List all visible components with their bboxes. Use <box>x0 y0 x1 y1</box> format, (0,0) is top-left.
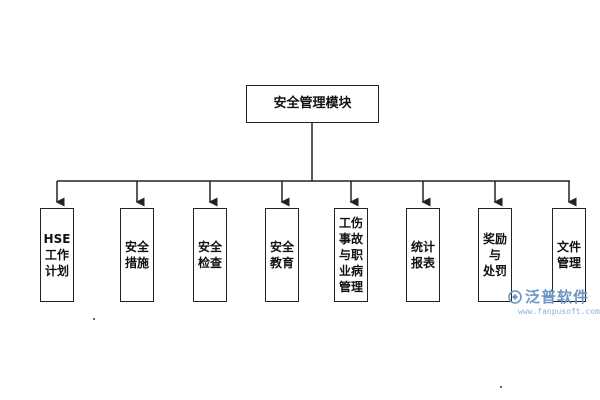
child-node-document-management: 文件 管理 <box>552 208 586 302</box>
child-node-label: 安全 措施 <box>124 240 149 270</box>
child-node-injury-occupational-disease: 工伤 事故 与职 业病 管理 <box>334 208 368 302</box>
child-node-label: 安全 检查 <box>197 240 222 270</box>
child-node-statistical-reports: 统计 报表 <box>406 208 440 302</box>
child-node-safety-inspection: 安全 检查 <box>193 208 227 302</box>
child-node-label: 安全 教育 <box>269 240 294 270</box>
child-node-label: 工伤 事故 与职 业病 管理 <box>338 216 363 294</box>
scan-speck <box>93 318 95 320</box>
child-node-label: 奖励 与 处罚 <box>482 232 507 278</box>
child-node-label: 统计 报表 <box>410 240 435 270</box>
child-node-label: HSE 工作 计划 <box>43 232 71 278</box>
brand-logo-icon <box>508 289 522 304</box>
child-node-safety-measures: 安全 措施 <box>120 208 154 302</box>
root-node-label: 安全管理模块 <box>273 96 352 111</box>
child-node-hse-work-plan: HSE 工作 计划 <box>40 208 74 302</box>
scan-speck <box>500 386 502 388</box>
child-node-label: 文件 管理 <box>556 240 581 270</box>
child-node-safety-education: 安全 教育 <box>265 208 299 302</box>
root-node-safety-management-module: 安全管理模块 <box>246 85 379 123</box>
brand-url: www.fanpusoft.com <box>518 307 600 316</box>
brand-name: 泛普软件 <box>525 288 590 306</box>
child-node-rewards-penalties: 奖励 与 处罚 <box>478 208 512 302</box>
brand-watermark: 泛普软件 www.fanpusoft.com <box>508 286 600 316</box>
